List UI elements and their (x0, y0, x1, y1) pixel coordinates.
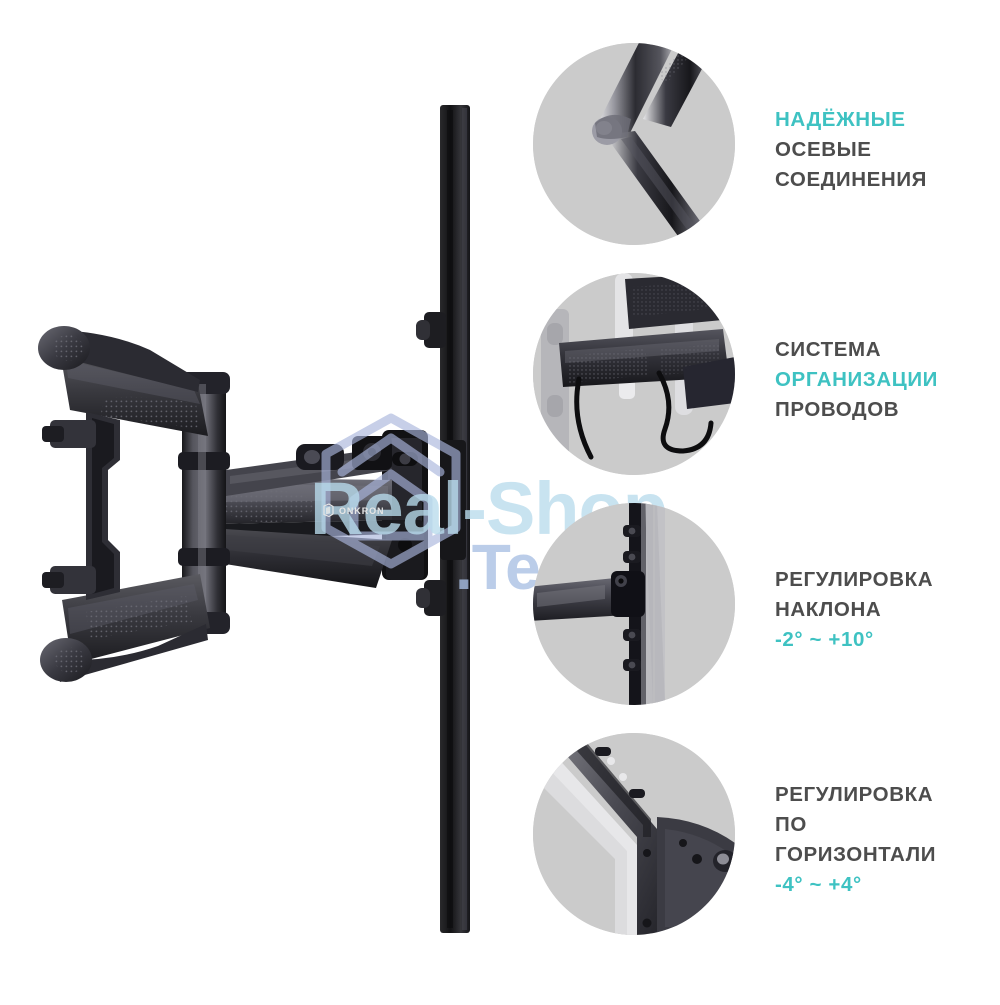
feature-line: НАКЛОНА (775, 598, 882, 621)
feature-line: ПО (775, 813, 807, 836)
feature-text-cable-management: СИСТЕМА ОРГАНИЗАЦИИ ПРОВОДОВ (775, 265, 1000, 495)
feature-image-tilt-adjustment (533, 503, 735, 705)
feature-row-tilt-adjustment: РЕГУЛИРОВКА НАКЛОНА -2° ~ +10° (520, 495, 1000, 725)
feature-image-horizontal-adjustment (533, 733, 735, 935)
cable-routing-photo (533, 273, 735, 475)
feature-value-horizontal: -4° ~ +4° (775, 873, 862, 896)
feature-image-axial-joints (533, 43, 735, 245)
feature-line: ОСЕВЫЕ (775, 138, 872, 161)
feature-text-tilt-adjustment: РЕГУЛИРОВКА НАКЛОНА -2° ~ +10° (775, 495, 1000, 725)
feature-line: СИСТЕМА (775, 338, 882, 361)
tilt-mechanism-photo (533, 503, 735, 705)
product-illustration (38, 105, 470, 933)
feature-line: ПРОВОДОВ (775, 398, 900, 421)
feature-text-horizontal-adjustment: РЕГУЛИРОВКА ПО ГОРИЗОНТАЛИ -4° ~ +4° (775, 725, 1000, 955)
onkron-brand-badge: ONKRON (322, 503, 384, 518)
product-photo (38, 105, 470, 933)
feature-row-horizontal-adjustment: РЕГУЛИРОВКА ПО ГОРИЗОНТАЛИ -4° ~ +4° (520, 725, 1000, 955)
feature-image-cable-management (533, 273, 735, 475)
onkron-cube-icon (323, 503, 334, 518)
feature-line: ГОРИЗОНТАЛИ (775, 843, 937, 866)
horizontal-rail-photo (533, 733, 735, 935)
feature-line: РЕГУЛИРОВКА (775, 783, 934, 806)
feature-line: СОЕДИНЕНИЯ (775, 168, 928, 191)
feature-row-axial-joints: НАДЁЖНЫЕ ОСЕВЫЕ СОЕДИНЕНИЯ (520, 35, 1000, 265)
folded-arm-joint-photo (533, 43, 735, 245)
feature-text-axial-joints: НАДЁЖНЫЕ ОСЕВЫЕ СОЕДИНЕНИЯ (775, 35, 1000, 265)
feature-value-tilt: -2° ~ +10° (775, 628, 874, 651)
feature-row-cable-management: СИСТЕМА ОРГАНИЗАЦИИ ПРОВОДОВ (520, 265, 1000, 495)
feature-line: ОРГАНИЗАЦИИ (775, 368, 938, 391)
onkron-brand-text: ONKRON (339, 505, 385, 516)
feature-line: РЕГУЛИРОВКА (775, 568, 934, 591)
feature-line: НАДЁЖНЫЕ (775, 108, 906, 131)
